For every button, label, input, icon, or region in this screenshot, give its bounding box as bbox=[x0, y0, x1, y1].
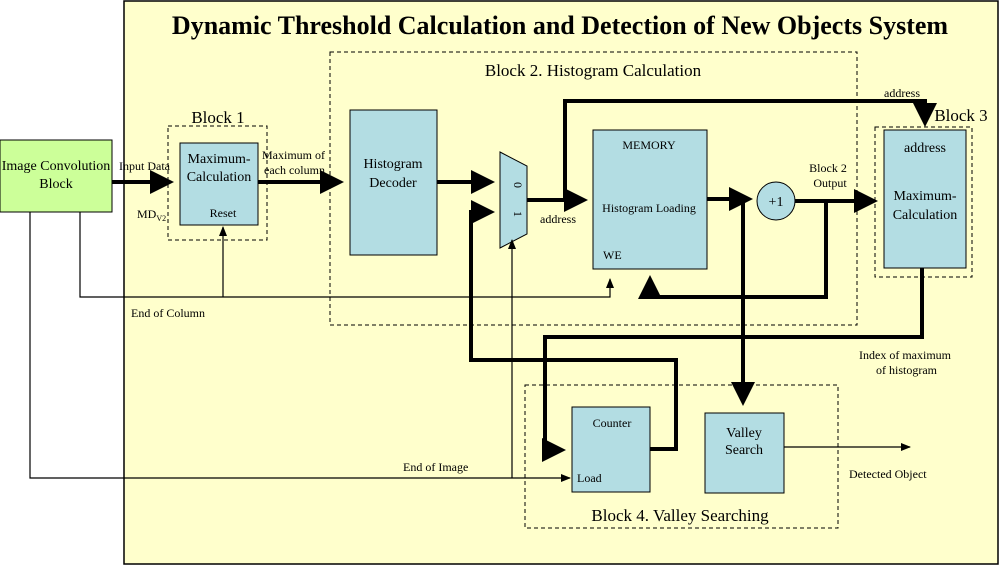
max-calc-1-box bbox=[179, 142, 259, 226]
wire-counter-to-mux bbox=[469, 200, 678, 451]
valley-search-box bbox=[704, 412, 785, 494]
label-end-of-column: End of Column bbox=[131, 306, 205, 320]
counter-title: Counter bbox=[593, 416, 632, 430]
max-calc-3-address: address bbox=[904, 141, 946, 156]
label-block2-output-1: Block 2 bbox=[809, 161, 847, 175]
mux-input-1: 1 bbox=[511, 211, 525, 217]
system-panel bbox=[123, 0, 999, 565]
label-max-each-column-2: each column bbox=[264, 163, 325, 177]
max-calc-3-label-1: Maximum- bbox=[894, 189, 957, 204]
label-max-each-column-1: Maximum of bbox=[262, 148, 325, 162]
wire-block3-to-counter bbox=[542, 268, 924, 462]
label-index-max-1: Index of maximum bbox=[859, 348, 952, 362]
wire-address-to-block3 bbox=[563, 99, 937, 200]
block4-container bbox=[524, 384, 839, 529]
memory-we: WE bbox=[603, 248, 622, 262]
label-md: MDV2 bbox=[137, 207, 166, 223]
valley-search-label-2: Search bbox=[725, 443, 763, 458]
block3-label: Block 3 bbox=[934, 106, 987, 125]
label-address-mid: address bbox=[540, 212, 576, 226]
max-calc-3-box bbox=[883, 129, 967, 269]
multiplexer bbox=[499, 151, 528, 249]
histogram-decoder-label-1: Histogram bbox=[363, 157, 422, 172]
label-end-of-image: End of Image bbox=[403, 460, 468, 474]
label-md-sub: V2 bbox=[156, 214, 166, 223]
label-index-max-2: of histogram bbox=[876, 363, 938, 377]
memory-label: Histogram Loading bbox=[602, 201, 696, 215]
max-calc-1-reset: Reset bbox=[210, 206, 237, 220]
valley-search-label-1: Valley bbox=[726, 426, 762, 441]
wire-feedback-to-memory bbox=[638, 201, 828, 299]
max-calc-3-label-2: Calculation bbox=[893, 208, 958, 223]
increment-label: +1 bbox=[769, 195, 784, 210]
memory-box bbox=[592, 129, 708, 270]
max-calc-1-label-2: Calculation bbox=[187, 170, 252, 185]
counter-box bbox=[571, 406, 651, 493]
memory-title: MEMORY bbox=[622, 138, 676, 152]
image-convolution-label-1: Image Convolution bbox=[2, 159, 111, 174]
label-block2-output-2: Output bbox=[813, 176, 847, 190]
block1-label: Block 1 bbox=[191, 108, 244, 127]
image-convolution-label-2: Block bbox=[39, 177, 72, 192]
wire-end-of-column bbox=[79, 212, 614, 298]
histogram-decoder-label-2: Decoder bbox=[369, 176, 417, 191]
max-calc-1-label-1: Maximum- bbox=[188, 152, 251, 167]
block4-label: Block 4. Valley Searching bbox=[591, 506, 769, 525]
block2-label: Block 2. Histogram Calculation bbox=[485, 61, 702, 80]
image-convolution-box bbox=[0, 139, 113, 213]
mux-input-0: 0 bbox=[511, 182, 525, 188]
diagram-title: Dynamic Threshold Calculation and Detect… bbox=[172, 11, 948, 40]
counter-load: Load bbox=[577, 471, 602, 485]
wire-end-of-image bbox=[29, 212, 571, 482]
label-detected-object: Detected Object bbox=[849, 467, 927, 481]
histogram-decoder-box bbox=[349, 109, 438, 256]
label-address-top: address bbox=[884, 86, 920, 100]
label-input-data: Input Data bbox=[119, 159, 171, 173]
